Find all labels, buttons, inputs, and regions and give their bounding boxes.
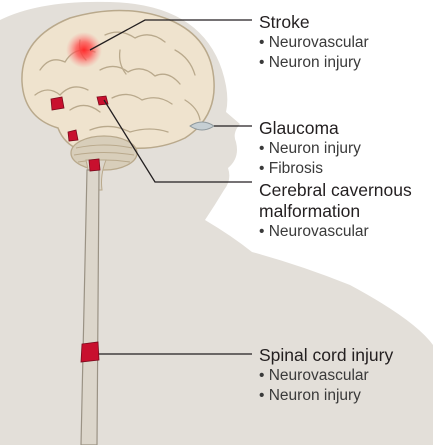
stroke-annotation: Stroke Neurovascular Neuron injury: [259, 12, 369, 73]
sci-item-2: Neuron injury: [259, 386, 393, 406]
glaucoma-item-2: Fibrosis: [259, 159, 361, 179]
sci-item-1: Neurovascular: [259, 366, 393, 386]
glaucoma-annotation: Glaucoma Neuron injury Fibrosis: [259, 118, 361, 179]
sci-title: Spinal cord injury: [259, 345, 393, 366]
glaucoma-title: Glaucoma: [259, 118, 361, 139]
lesion-brainstem: [89, 159, 100, 171]
ccm-item-1: Neurovascular: [259, 222, 412, 242]
ccm-annotation: Cerebral cavernous malformation Neurovas…: [259, 180, 412, 242]
lesion-spinal-cord: [81, 342, 99, 362]
stroke-item-1: Neurovascular: [259, 33, 369, 53]
sci-annotation: Spinal cord injury Neurovascular Neuron …: [259, 345, 393, 406]
glaucoma-item-1: Neuron injury: [259, 139, 361, 159]
lesion-temporal: [68, 130, 78, 141]
ccm-title-line-1: Cerebral cavernous: [259, 180, 412, 201]
ccm-title-line-2: malformation: [259, 201, 412, 222]
lesion-brain-left: [51, 97, 64, 110]
stroke-item-2: Neuron injury: [259, 53, 369, 73]
stroke-title: Stroke: [259, 12, 369, 33]
stroke-lesion: [66, 32, 102, 68]
